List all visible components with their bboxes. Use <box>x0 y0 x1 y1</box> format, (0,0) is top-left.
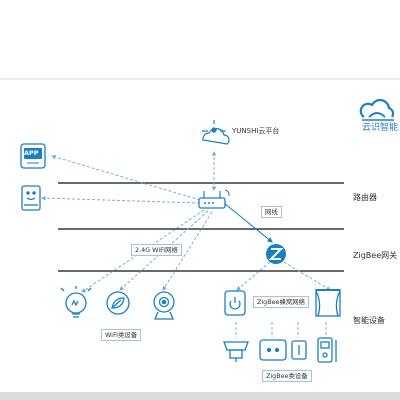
door-lock-icon <box>317 337 337 363</box>
wifi-devices-label: WiFi类设备 <box>101 329 142 342</box>
wall-switch-icon <box>291 340 307 360</box>
socket-module-icon <box>259 339 287 361</box>
ceiling-light-icon <box>223 341 249 362</box>
link-router-app <box>51 154 201 201</box>
curtain-icon <box>315 289 341 317</box>
link-zigbee-curtain <box>283 261 331 291</box>
control-panel-icon <box>21 185 41 211</box>
link-cable <box>223 202 273 243</box>
bottom-band <box>0 392 400 400</box>
layer-label-router: 路由器 <box>353 193 377 202</box>
zigbee-gateway-icon <box>266 244 286 264</box>
link-router-wifi-1 <box>81 209 205 293</box>
link-router-panel <box>41 195 201 204</box>
light-bulb-icon <box>60 286 92 318</box>
app-label: APP <box>24 149 39 157</box>
zigbee-mesh-label: ZigBee蜂窝网络 <box>253 296 310 309</box>
layer-label-zigbee-gateway: ZigBee网关 <box>353 251 398 260</box>
zigbee-devices-label: ZigBee类设备 <box>262 370 312 383</box>
cloud-network-icon <box>202 120 230 145</box>
cable-label: 网线 <box>261 206 282 219</box>
camera-icon <box>153 291 175 320</box>
diagram-panel <box>0 80 400 392</box>
smart-switch-icon <box>224 290 246 316</box>
leaf-sensor-icon <box>106 291 130 315</box>
wifi-network-label: 2.4G WiFi网络 <box>131 244 182 257</box>
top-band <box>0 0 400 78</box>
link-zigbee-bulb <box>236 261 271 291</box>
layer-label-smart-devices: 智能设备 <box>353 316 385 325</box>
cloud-platform-label: YUNSHI云平台 <box>232 127 280 135</box>
router-icon <box>198 189 230 209</box>
link-router-wifi-3 <box>162 211 213 291</box>
brand-name: 云识智能 <box>362 123 399 133</box>
cloud-logo-icon <box>359 98 395 121</box>
phone-app-icon <box>20 143 46 169</box>
